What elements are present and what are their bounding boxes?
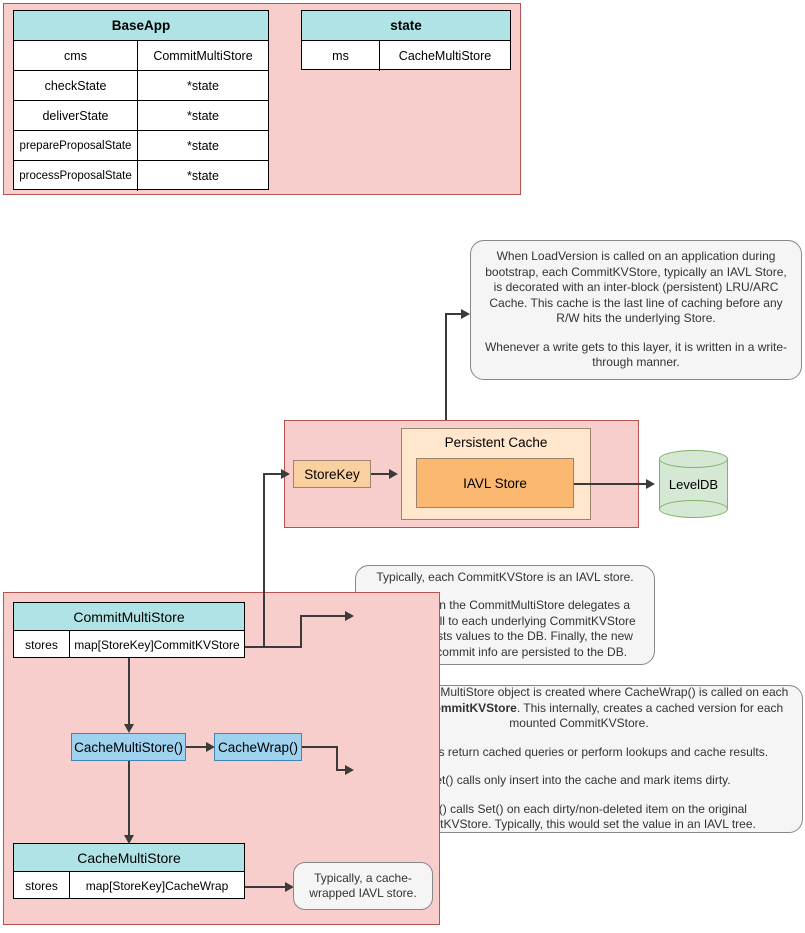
baseapp-type-checkstate: *state (187, 78, 219, 93)
connector-cachetable-to-smallnote (245, 886, 289, 888)
baseapp-table-title: BaseApp (14, 11, 268, 41)
connector-storekey-to-cache (371, 473, 391, 475)
baseapp-field-checkstate: checkState (14, 71, 138, 100)
table-row: deliverState *state (14, 101, 268, 131)
arrowhead-commit-note (345, 611, 354, 621)
connector-commit-note-h1 (245, 646, 302, 648)
arrowhead-cachewrap-note (345, 765, 354, 775)
connector-cachecall-to-table (128, 761, 130, 837)
cache-multistore-type-stores: map[StoreKey]CacheWrap (85, 878, 229, 893)
iavl-store-box: IAVL Store (416, 458, 574, 508)
note-text-post: . This internally, creates a cached vers… (509, 700, 784, 731)
state-field-ms: ms (302, 41, 380, 71)
baseapp-field-prepareproposalstate: prepareProposalState (14, 131, 138, 160)
note-paragraph: Whenever a write gets to this layer, it … (484, 339, 788, 370)
state-type-ms: CacheMultiStore (398, 49, 492, 63)
table-row: cms CommitMultiStore (14, 41, 268, 71)
arrowhead-cachecall-to-cachewrap (206, 742, 215, 752)
baseapp-type-cms: CommitMultiStore (153, 48, 253, 63)
commit-multistore-table: CommitMultiStore stores map[StoreKey]Com… (13, 602, 245, 658)
arrowhead-commit-to-cachecall (124, 724, 134, 733)
state-table: state ms CacheMultiStore (301, 10, 511, 71)
baseapp-field-processproposalstate: processProposalState (14, 161, 138, 191)
connector-cachecall-to-cachewrap (186, 746, 209, 748)
state-table-title: state (302, 11, 510, 41)
connector-stores-to-storekey-horizontal (263, 473, 285, 475)
arrowhead-cachecall-to-table (124, 835, 134, 844)
cylinder-top-ellipse (659, 450, 728, 468)
connector-iavl-to-leveldb (574, 483, 650, 485)
baseapp-type-deliverstate: *state (187, 108, 219, 123)
table-row: stores map[StoreKey]CacheWrap (14, 872, 244, 899)
connector-stores-to-storekey-vertical (263, 473, 265, 647)
table-row: stores map[StoreKey]CommitKVStore (14, 631, 244, 658)
note-paragraph: Typically, each CommitKVStore is an IAVL… (376, 569, 634, 584)
connector-commit-note-h2 (300, 615, 348, 617)
note-paragraph: Get() calls return cached queries or per… (389, 744, 769, 759)
table-row: processProposalState *state (14, 161, 268, 191)
leveldb-cylinder: LevelDB (659, 450, 728, 518)
baseapp-field-deliverstate: deliverState (14, 101, 138, 130)
connector-cache-to-note-horizontal (445, 313, 463, 315)
leveldb-label: LevelDB (668, 476, 719, 492)
baseapp-type-processproposalstate: *state (187, 169, 219, 183)
commit-multistore-type-stores: map[StoreKey]CommitKVStore (74, 637, 240, 652)
persistent-cache-note: When LoadVersion is called on an applica… (470, 240, 802, 380)
persistent-cache-label: Persistent Cache (444, 435, 548, 450)
commit-multistore-table-title: CommitMultiStore (14, 603, 244, 631)
note-paragraph: Typically, a cache-wrapped IAVL store. (309, 870, 417, 901)
note-paragraph: Write() calls Set() on each dirty/non-de… (402, 801, 756, 832)
arrowhead-cache-to-note (461, 309, 470, 319)
connector-cachewrap-note-h2 (336, 769, 348, 771)
cache-multistore-field-stores: stores (14, 872, 70, 899)
cache-multistore-table-title: CacheMultiStore (14, 844, 244, 872)
commit-multistore-field-stores: stores (14, 631, 70, 658)
connector-cache-to-note-vertical (445, 313, 447, 420)
baseapp-type-prepareproposalstate: *state (187, 138, 219, 153)
table-row: prepareProposalState *state (14, 131, 268, 161)
connector-commit-to-cachecall (128, 658, 130, 726)
baseapp-field-cms: cms (14, 41, 138, 70)
baseapp-table: BaseApp cms CommitMultiStore checkState … (13, 10, 269, 191)
arrowhead-storekey-to-cache (389, 469, 398, 479)
table-row: ms CacheMultiStore (302, 41, 510, 71)
note-text-bold: CommitKVStore (424, 700, 517, 715)
connector-cachewrap-note-vertical (336, 746, 338, 770)
cylinder-bottom-ellipse (659, 500, 728, 518)
table-row: checkState *state (14, 71, 268, 101)
arrowhead-cachetable-to-smallnote (285, 882, 294, 892)
storekey-box: StoreKey (293, 460, 371, 488)
cache-multistore-call-box: CacheMultiStore() (71, 733, 186, 761)
arrowhead-iavl-to-leveldb (646, 479, 655, 489)
connector-commit-note-vertical (300, 615, 302, 647)
connector-cachewrap-note-h1 (302, 746, 338, 748)
note-paragraph: Set() calls only insert into the cache a… (427, 773, 731, 788)
cache-multistore-table: CacheMultiStore stores map[StoreKey]Cach… (13, 843, 245, 899)
arrowhead-stores-to-storekey (281, 469, 290, 479)
cache-wrap-call-box: CacheWrap() (214, 733, 302, 761)
cachewrap-small-note: Typically, a cache-wrapped IAVL store. (293, 862, 433, 910)
note-paragraph: When LoadVersion is called on an applica… (485, 249, 787, 326)
